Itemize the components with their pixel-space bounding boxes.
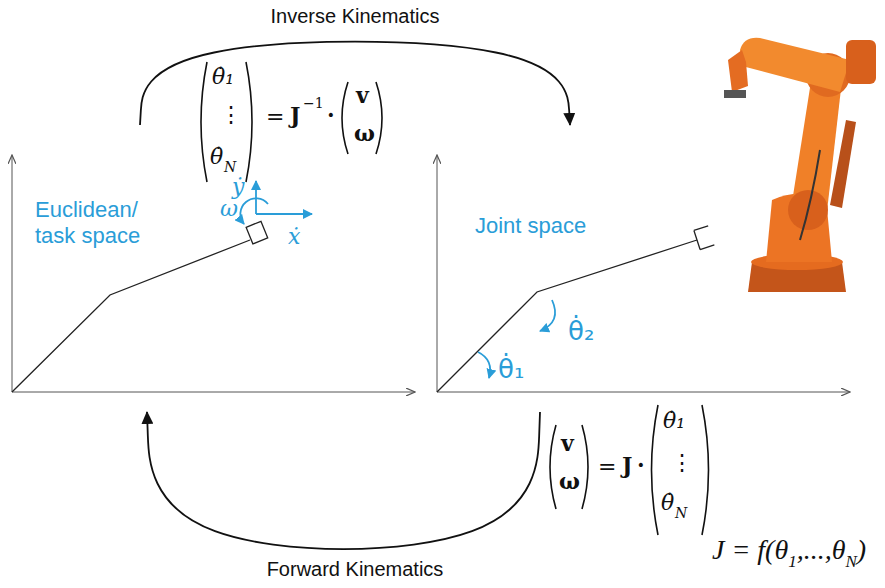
robot-balancer (830, 120, 856, 208)
formula-part: ,...,θ (797, 536, 846, 564)
bracket (342, 82, 348, 154)
kinematics-label: Forward Kinematics (264, 558, 447, 580)
kinematics-label-box: Forward Kinematics (255, 558, 455, 580)
gripper-symbol (246, 221, 268, 244)
joint-space-axes (437, 155, 850, 392)
arm-links (12, 240, 250, 392)
y-axis (437, 155, 438, 392)
space-panel: Euclidean/ task space (5, 125, 420, 412)
vertical-ellipsis: ⋮ (220, 104, 242, 126)
velocity-label: ẋ (288, 226, 300, 248)
velocity-label: ẏ (232, 176, 244, 198)
panel-title: Euclidean/ task space (35, 197, 155, 250)
space-panel: Joint space (430, 125, 855, 412)
robot-cable (800, 150, 820, 240)
x-axis (12, 392, 415, 393)
matrix-brackets (201, 62, 709, 535)
robot-illustration (724, 38, 876, 292)
robot-upper-arm (740, 38, 850, 92)
jacobian-symbol: J (290, 104, 300, 126)
subscript: N (845, 553, 856, 570)
linear-velocity: v (561, 432, 574, 454)
angular-velocity: ω (354, 122, 375, 144)
joint-rate-label: θ̇₂ (568, 318, 594, 344)
subscript: N (675, 506, 687, 520)
joint2-rate-arrow (540, 300, 555, 331)
bracket (652, 405, 659, 535)
kinematics-label-box: Inverse Kinematics (255, 5, 455, 27)
velocity-label: ω (220, 198, 238, 220)
velocity-arrows (240, 181, 312, 224)
subscript: 1 (788, 553, 797, 570)
joint-space-arm (437, 226, 714, 392)
linear-velocity: v (356, 84, 369, 106)
joint-rate-symbol: θ̇₁ (212, 66, 234, 88)
bracket (582, 425, 588, 509)
jacobian-symbol: J (622, 454, 632, 476)
equals-sign: = (598, 456, 616, 478)
x-axis (437, 392, 850, 393)
kinematics-arc (140, 42, 570, 125)
panel-title: Joint space (475, 213, 635, 239)
y-axis (12, 155, 13, 392)
gripper-symbol (694, 226, 714, 250)
arm-links (437, 240, 697, 392)
robot-flange (724, 90, 746, 98)
bracket (702, 405, 709, 535)
joint-rate-symbol: θ̇₁ (663, 410, 685, 432)
formula-part: J = f(θ (712, 536, 788, 564)
subscript: N (224, 160, 236, 174)
kinematics-arc (147, 412, 540, 549)
kinematics-label: Inverse Kinematics (268, 5, 443, 27)
equals-sign: = (266, 106, 284, 128)
joint-rate-label: θ̇₁ (498, 356, 524, 382)
bracket (246, 62, 252, 182)
robot-wrist (728, 50, 748, 92)
joint1-rate-arrow (478, 352, 490, 378)
joint-rate-symbol: θ̇ (210, 146, 223, 168)
bracket (201, 62, 207, 182)
x-velocity-arrow (256, 213, 312, 215)
product-dot: · (637, 454, 645, 476)
superscript: −1 (303, 96, 324, 110)
angular-velocity: ω (559, 470, 580, 492)
vertical-ellipsis: ⋮ (671, 452, 693, 474)
bracket (550, 425, 556, 509)
robot-motor (846, 40, 876, 84)
task-space-axes (12, 155, 415, 392)
joint-rate-symbol: θ̇ (661, 492, 674, 514)
angular-velocity-arrow (240, 198, 268, 224)
jacobian-formula: J = f(θ1,...,θN) (712, 536, 866, 564)
product-dot: · (327, 104, 335, 126)
bracket (376, 82, 382, 154)
formula-part: ) (857, 536, 866, 564)
